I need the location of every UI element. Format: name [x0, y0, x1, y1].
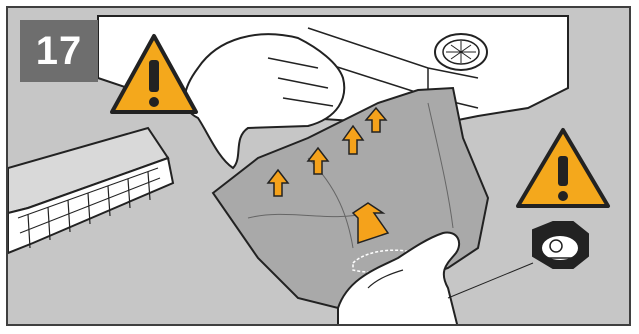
- vent-grille: [435, 34, 487, 70]
- illustration: [8, 8, 631, 326]
- roller-rail: [8, 128, 173, 253]
- step-number-badge: 17: [20, 20, 98, 82]
- instruction-panel: 17: [6, 6, 631, 326]
- warning-triangle-icon: [518, 130, 608, 206]
